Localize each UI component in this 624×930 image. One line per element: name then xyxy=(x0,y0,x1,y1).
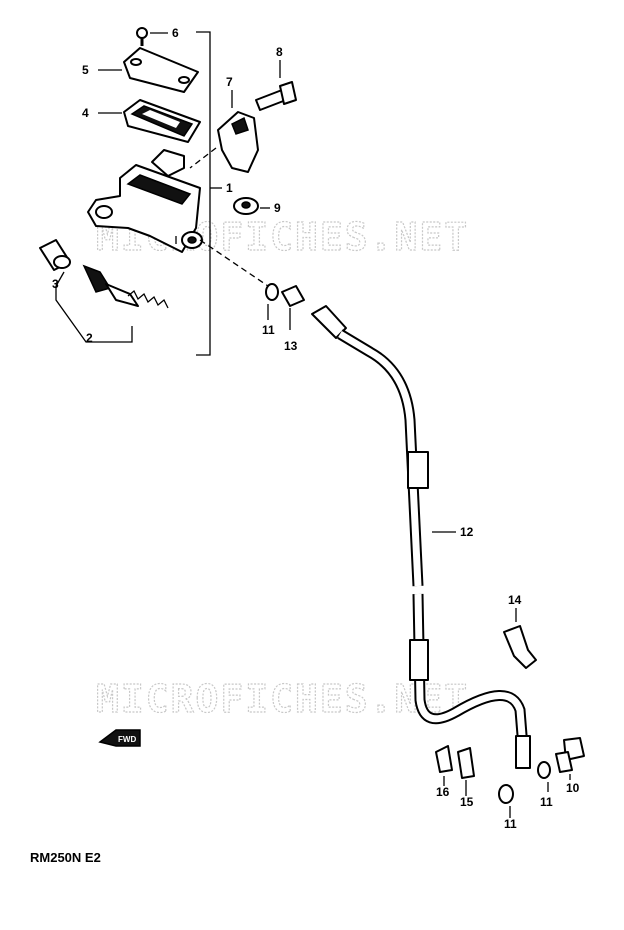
part-union-bolt[interactable] xyxy=(281,285,305,330)
callout-15: 15 xyxy=(460,795,474,809)
assembly-centerline-upper xyxy=(189,147,217,169)
part-bolt-clamp[interactable] xyxy=(255,60,297,111)
callout-5: 5 xyxy=(82,63,89,77)
callout-11-bottom: 11 xyxy=(504,817,517,831)
forward-arrow-label: FWD xyxy=(118,735,136,744)
part-washer-upper[interactable] xyxy=(265,283,279,320)
callout-9: 9 xyxy=(274,201,281,215)
callout-11-upper: 11 xyxy=(262,323,275,337)
callout-3: 3 xyxy=(52,277,59,291)
forward-arrow: FWD xyxy=(98,729,141,747)
callout-4: 4 xyxy=(82,106,89,120)
part-piston-assembly[interactable] xyxy=(39,239,169,343)
callout-12: 12 xyxy=(460,525,474,539)
callout-2: 2 xyxy=(86,331,93,345)
part-washer-11a[interactable] xyxy=(498,784,514,818)
part-bolt-10[interactable] xyxy=(555,737,585,780)
part-master-cylinder[interactable] xyxy=(87,149,203,253)
callout-16: 16 xyxy=(436,785,450,799)
part-clip[interactable] xyxy=(503,608,537,669)
callout-7: 7 xyxy=(226,75,233,89)
part-bolt-16[interactable] xyxy=(435,745,453,786)
assembly-centerline xyxy=(199,239,269,287)
callout-1: 1 xyxy=(226,181,233,195)
callout-10: 10 xyxy=(566,781,580,795)
callout-11-right: 11 xyxy=(540,795,553,809)
watermark-bottom: MICROFICHES.NET xyxy=(96,677,469,721)
part-hose[interactable] xyxy=(311,305,531,769)
part-reservoir-cap[interactable] xyxy=(98,47,199,93)
callout-14: 14 xyxy=(508,593,522,607)
callouts: 6 5 4 7 8 1 9 3 2 11 13 12 14 16 15 11 1… xyxy=(52,26,580,831)
part-nut[interactable] xyxy=(233,197,270,215)
part-guide-15[interactable] xyxy=(457,747,475,796)
group-bracket xyxy=(196,31,222,356)
part-washer-11b[interactable] xyxy=(537,761,551,792)
part-clamp[interactable] xyxy=(217,90,259,173)
part-diaphragm[interactable] xyxy=(98,99,201,143)
callout-6: 6 xyxy=(172,26,179,40)
model-code: RM250N E2 xyxy=(30,850,101,865)
callout-8: 8 xyxy=(276,45,283,59)
callout-13: 13 xyxy=(284,339,298,353)
part-screw[interactable] xyxy=(136,27,168,46)
